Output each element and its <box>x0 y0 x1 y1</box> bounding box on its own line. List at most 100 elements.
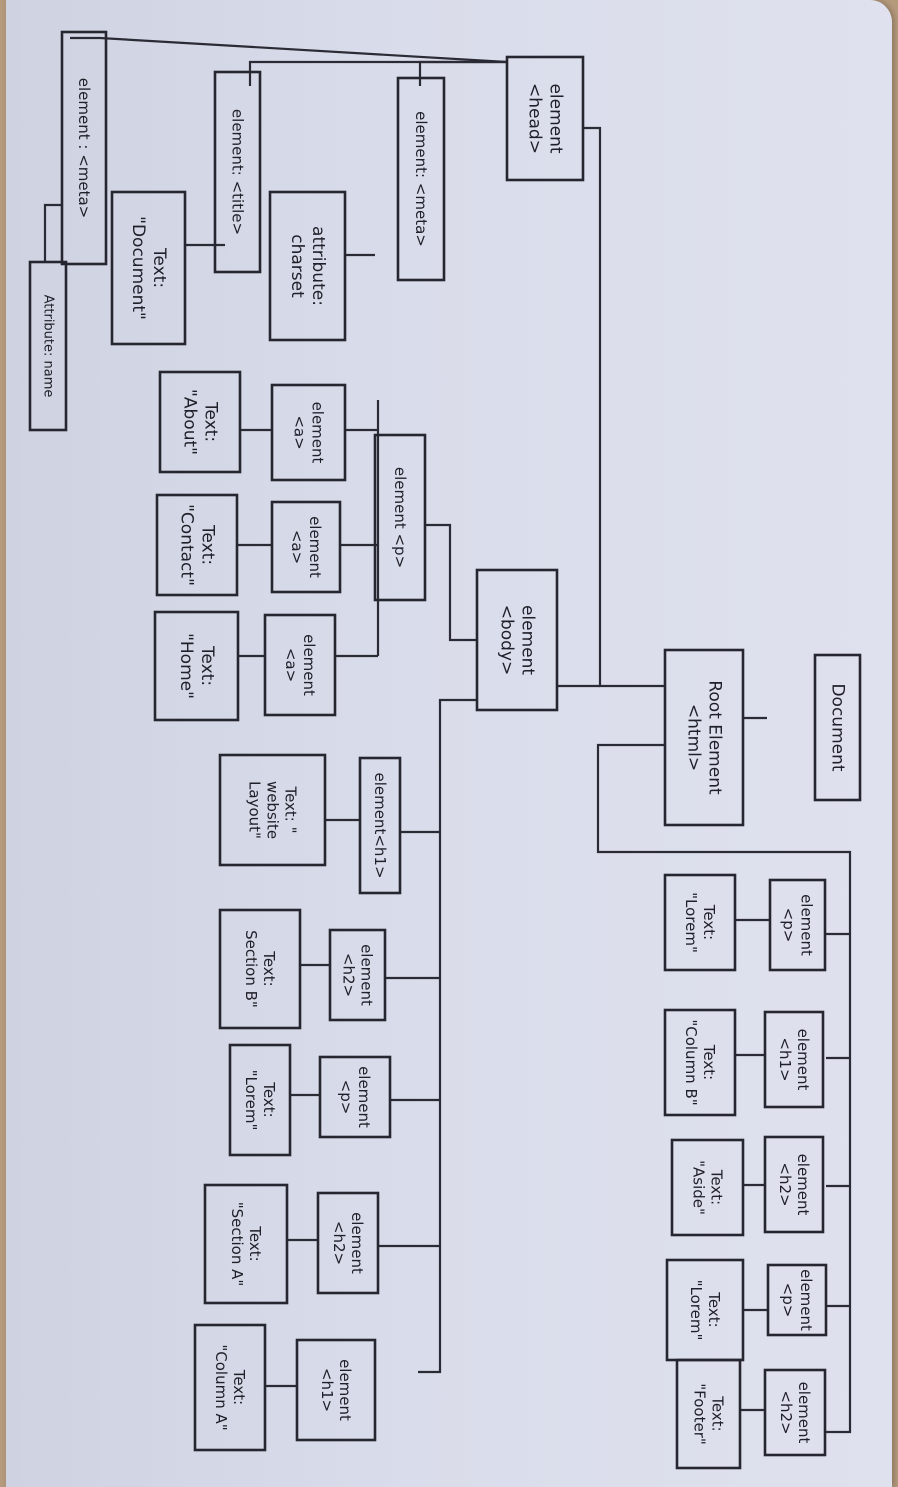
node-label-line: "Footer" <box>691 1383 709 1445</box>
node-p-b: element<p> <box>318 1055 392 1139</box>
node-h2-b: element<h2> <box>328 928 387 1022</box>
node-label-line: "Lorem" <box>682 892 700 953</box>
node-label-line: Text: <box>708 1169 726 1205</box>
node-body: element<body> <box>475 568 559 712</box>
node-label-line: Root Element <box>705 680 725 795</box>
node-label-line: "Section A" <box>228 1202 246 1287</box>
node-h2-footer-text: Text:"Footer" <box>675 1358 742 1470</box>
node-label-line: element <box>306 516 324 578</box>
node-box <box>263 613 337 717</box>
node-box <box>505 55 585 182</box>
node-box <box>110 190 187 346</box>
node-label-line: "About" <box>180 389 200 455</box>
node-box <box>270 383 347 482</box>
node-box <box>228 1043 292 1157</box>
node-label-line: element<h1> <box>371 772 389 878</box>
node-h1-a: element<h1> <box>295 1338 377 1442</box>
node-label-line: element <box>309 402 327 464</box>
node-document: Document <box>813 653 862 802</box>
node-h1-colb: element<h1> <box>763 1010 825 1109</box>
node-box <box>763 1135 825 1234</box>
node-meta2-attr: Attribute: name <box>28 260 68 432</box>
node-label-line: Text: " <box>282 785 300 833</box>
node-label-line: <h2> <box>340 953 358 997</box>
node-label-line: <html> <box>684 704 704 771</box>
node-label-line: "Document" <box>128 216 148 320</box>
node-label-line: "Lorem" <box>687 1280 705 1341</box>
node-title: element: <title> <box>213 70 262 274</box>
node-box <box>663 873 737 972</box>
node-label-line: element <p> <box>391 467 409 568</box>
node-h1-a-text: Text:"Column A" <box>193 1323 267 1452</box>
node-a3-text: Text:"Home" <box>153 610 240 722</box>
node-label-line: element: <title> <box>229 109 247 235</box>
node-box <box>203 1183 289 1305</box>
node-head: element<head> <box>505 55 585 182</box>
node-label-line: element <box>348 1212 366 1274</box>
node-box <box>155 493 239 597</box>
node-h2-b-text: Text:Section B" <box>218 908 302 1030</box>
node-a1: element<a> <box>270 383 347 482</box>
node-label-line: Document <box>828 683 848 771</box>
node-label-line: attribute: <box>308 226 328 306</box>
node-label-line: element <box>794 1029 812 1091</box>
node-meta2: element : <meta> <box>60 30 108 266</box>
node-box <box>193 1323 267 1452</box>
node-label-line: <p> <box>780 908 798 943</box>
node-box <box>316 1191 380 1295</box>
node-label-line: "Column A" <box>212 1344 230 1430</box>
node-label-line: <h2> <box>776 1162 794 1206</box>
node-label-line: Text: <box>230 1369 248 1405</box>
node-label-line: Text: <box>246 1225 264 1261</box>
node-box <box>218 908 302 1030</box>
node-label-line: Section B" <box>242 930 260 1008</box>
node-label-line: <h2> <box>777 1390 795 1434</box>
node-label-line: <a> <box>282 648 300 682</box>
node-label-line: Text: <box>197 645 217 686</box>
node-box <box>295 1338 377 1442</box>
node-label-line: <body> <box>497 605 517 676</box>
node-title-text: Text:"Document" <box>110 190 187 346</box>
node-label-line: Layout" <box>246 781 264 839</box>
node-box <box>153 610 240 722</box>
node-label-line: Text: <box>709 1395 727 1431</box>
node-p-lorem2-text: Text:"Lorem" <box>665 1258 745 1362</box>
node-charset: attribute:charset <box>268 190 347 342</box>
node-layer: Document Root Element<html> element<head> e… <box>28 30 862 1470</box>
node-label-line: Attribute: name <box>41 295 56 398</box>
node-label-line: element <box>797 1269 815 1331</box>
node-box <box>813 653 862 802</box>
node-box <box>158 370 242 474</box>
node-label-line: <h2> <box>330 1221 348 1265</box>
node-box <box>670 1138 745 1237</box>
node-label-line: Text: <box>149 247 169 288</box>
node-label-line: element <box>794 1154 812 1216</box>
node-h1-top: element<h1> <box>358 756 402 895</box>
node-label-line: <a> <box>288 530 306 564</box>
notebook-page <box>6 0 892 1487</box>
node-label-line: <h1> <box>776 1037 794 1081</box>
node-label-line: element <box>336 1359 354 1421</box>
node-box <box>768 878 827 972</box>
node-h2-a: element<h2> <box>316 1191 380 1295</box>
node-a3: element<a> <box>263 613 337 717</box>
node-html: Root Element<html> <box>663 648 745 827</box>
node-label-line: "Column B" <box>682 1019 700 1105</box>
node-box <box>763 1010 825 1109</box>
node-label-line: element <box>355 1066 373 1128</box>
node-label-line: Text: <box>198 524 218 565</box>
node-a1-text: Text:"About" <box>158 370 242 474</box>
node-label-line: "Lorem" <box>242 1070 260 1131</box>
node-label-line: element <box>795 1382 813 1444</box>
node-box <box>268 190 347 342</box>
node-label-line: element <box>358 944 376 1006</box>
node-label-line: element: <meta> <box>412 111 430 247</box>
node-h2-a-text: Text:"Section A" <box>203 1183 289 1305</box>
node-box <box>318 1055 392 1139</box>
node-label-line: charset <box>287 234 307 298</box>
node-box <box>358 756 402 895</box>
node-p-b-text: Text:"Lorem" <box>228 1043 292 1157</box>
node-box <box>396 76 446 282</box>
node-p-nav: element <p> <box>373 433 427 602</box>
